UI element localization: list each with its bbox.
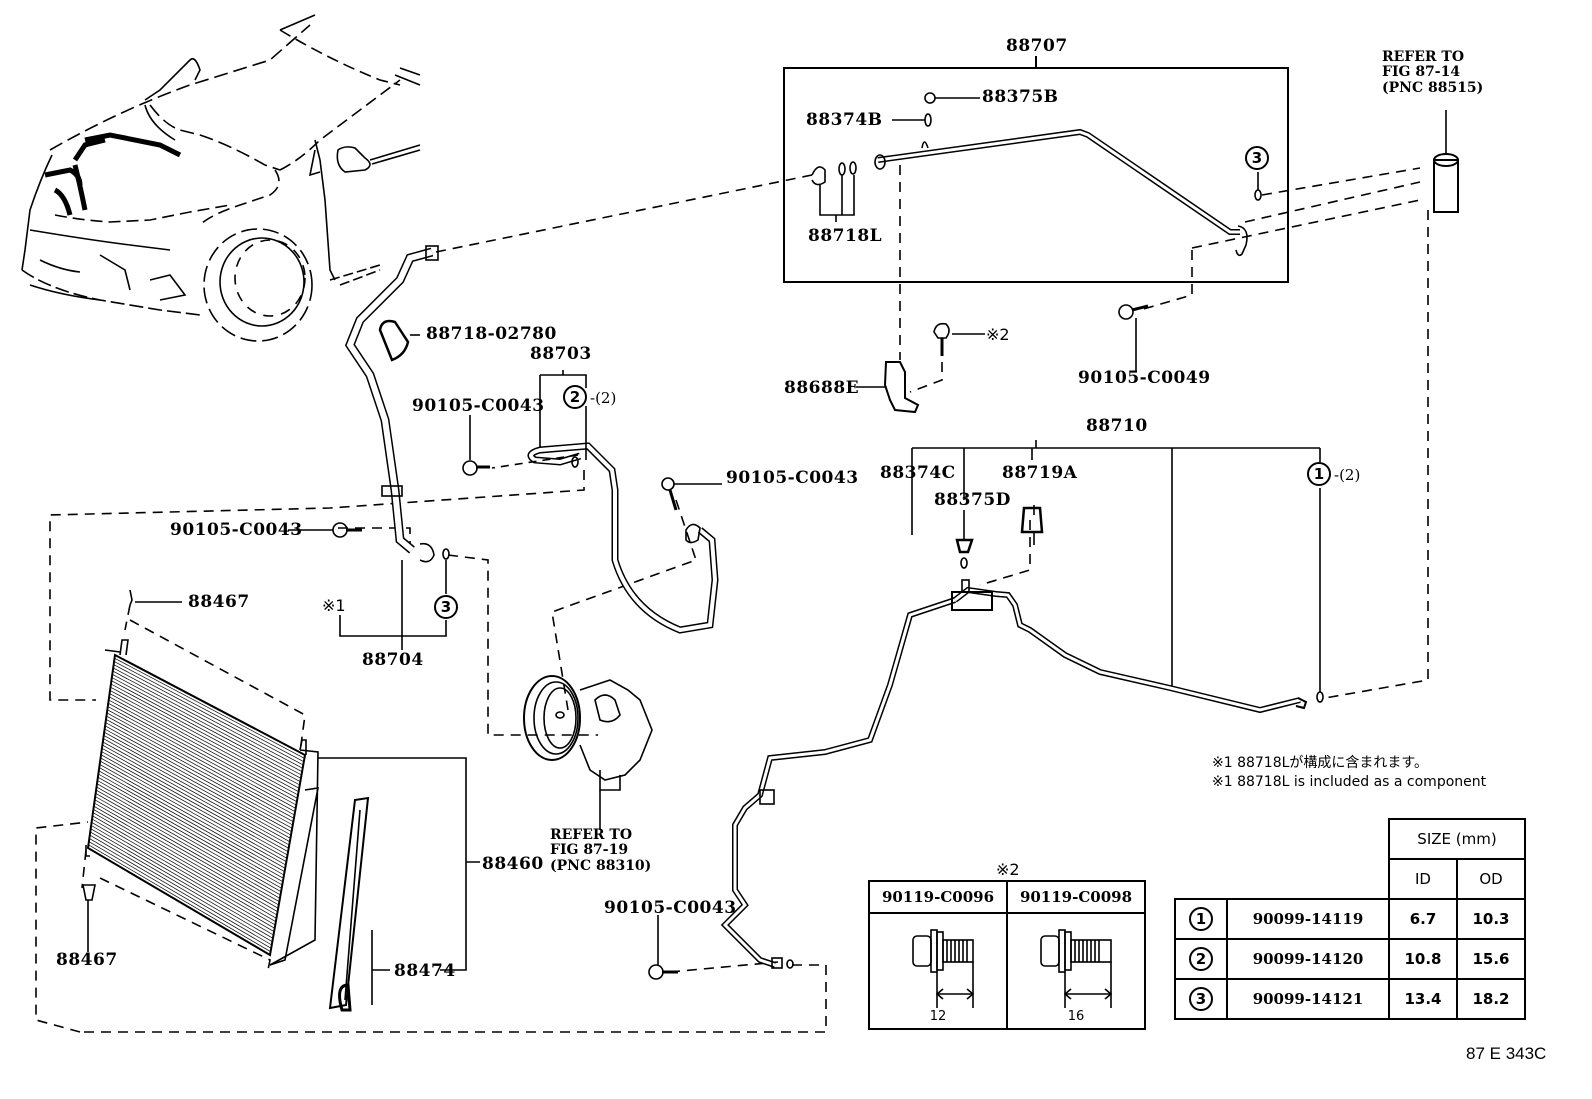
row-index-circle: 3 [1189, 987, 1213, 1011]
part-label-88707[interactable]: 88707 [1006, 36, 1068, 56]
row-od: 18.2 [1456, 978, 1526, 1020]
bolt-table-title: ※2 [996, 860, 1020, 879]
callout-3-88707: 3 [1245, 146, 1269, 170]
callout-3-88704: 3 [434, 595, 458, 619]
part-label-88718-02780[interactable]: 88718-02780 [426, 324, 557, 344]
bolt-length-16: 16 [1067, 1009, 1085, 1024]
car-illustration [21, 14, 421, 342]
table-row: 3 90099-14121 13.4 18.2 [1174, 978, 1526, 1020]
part-label-88710[interactable]: 88710 [1086, 416, 1148, 436]
note-english: ※1 88718L is included as a component [1212, 774, 1487, 790]
part-label-90105-C0043-a[interactable]: 90105-C0043 [412, 396, 545, 416]
note-japanese: ※1 88718Lが構成に含まれます。 [1212, 755, 1429, 771]
part-label-88688E[interactable]: 88688E [784, 378, 860, 398]
row-id: 6.7 [1388, 898, 1458, 940]
footnote-marker-1: ※1 [322, 596, 346, 615]
part-label-90105-C0043-c[interactable]: 90105-C0043 [170, 520, 303, 540]
reference-fig-87-14[interactable]: REFER TO FIG 87-14 (PNC 88515) [1382, 49, 1484, 96]
row-od: 15.6 [1456, 938, 1526, 980]
part-label-88460[interactable]: 88460 [482, 854, 544, 874]
row-index-circle: 2 [1189, 947, 1213, 971]
table-row: 2 90099-14120 10.8 15.6 [1174, 938, 1526, 980]
part-label-88719A[interactable]: 88719A [1002, 463, 1078, 483]
part-label-88375D[interactable]: 88375D [934, 490, 1011, 510]
bolt-icon [912, 929, 975, 1008]
part-label-88374B[interactable]: 88374B [806, 110, 883, 130]
part-label-88704[interactable]: 88704 [362, 650, 424, 670]
size-subheader-od: OD [1456, 858, 1526, 900]
part-label-90105-C0049[interactable]: 90105-C0049 [1078, 368, 1211, 388]
bolt-part-90119-C0098[interactable]: 90119-C0098 [1006, 880, 1146, 914]
o-ring-size-table: SIZE (mm) ID OD 1 90099-14119 6.7 10.3 2… [1174, 818, 1526, 1020]
bolt-icon [1040, 929, 1113, 1008]
reference-fig-87-19[interactable]: REFER TO FIG 87-19 (PNC 88310) [550, 827, 652, 874]
row-part-number[interactable]: 90099-14119 [1226, 898, 1390, 940]
row-id: 10.8 [1388, 938, 1458, 980]
table-row: 1 90099-14119 6.7 10.3 [1174, 898, 1526, 940]
bolt-length-12: 12 [929, 1009, 947, 1024]
part-label-88467-bottom[interactable]: 88467 [56, 950, 118, 970]
part-label-88374C[interactable]: 88374C [880, 463, 956, 483]
bolt-illustration-12: 12 [868, 912, 1008, 1030]
row-part-number[interactable]: 90099-14120 [1226, 938, 1390, 980]
size-header: SIZE (mm) [1388, 818, 1526, 860]
callout-2-88703: 2 [563, 385, 587, 409]
row-id: 13.4 [1388, 978, 1458, 1020]
row-index-circle: 1 [1189, 907, 1213, 931]
compressor-illustration [523, 675, 653, 830]
row-part-number[interactable]: 90099-14121 [1226, 978, 1390, 1020]
bolt-illustration-16: 16 [1006, 912, 1146, 1030]
part-label-88474[interactable]: 88474 [394, 961, 456, 981]
callout-2-quantity: -(2) [590, 389, 617, 407]
part-label-88718L[interactable]: 88718L [808, 226, 883, 246]
bolt-table: 90119-C0096 90119-C0098 12 [868, 880, 1146, 1030]
part-label-88467-top[interactable]: 88467 [188, 592, 250, 612]
footnote-marker-2: ※2 [986, 325, 1010, 344]
figure-code: 87 E 343C [1466, 1044, 1547, 1063]
bolt-part-90119-C0096[interactable]: 90119-C0096 [868, 880, 1008, 914]
size-subheader-id: ID [1388, 858, 1458, 900]
row-od: 10.3 [1456, 898, 1526, 940]
part-label-90105-C0043-d[interactable]: 90105-C0043 [604, 898, 737, 918]
part-label-90105-C0043-b[interactable]: 90105-C0043 [726, 468, 859, 488]
condenser-illustration [82, 589, 319, 966]
part-label-88703[interactable]: 88703 [530, 344, 592, 364]
callout-1-88710: 1 [1307, 462, 1331, 486]
part-label-88375B[interactable]: 88375B [982, 87, 1059, 107]
callout-1-quantity: -(2) [1334, 466, 1361, 484]
